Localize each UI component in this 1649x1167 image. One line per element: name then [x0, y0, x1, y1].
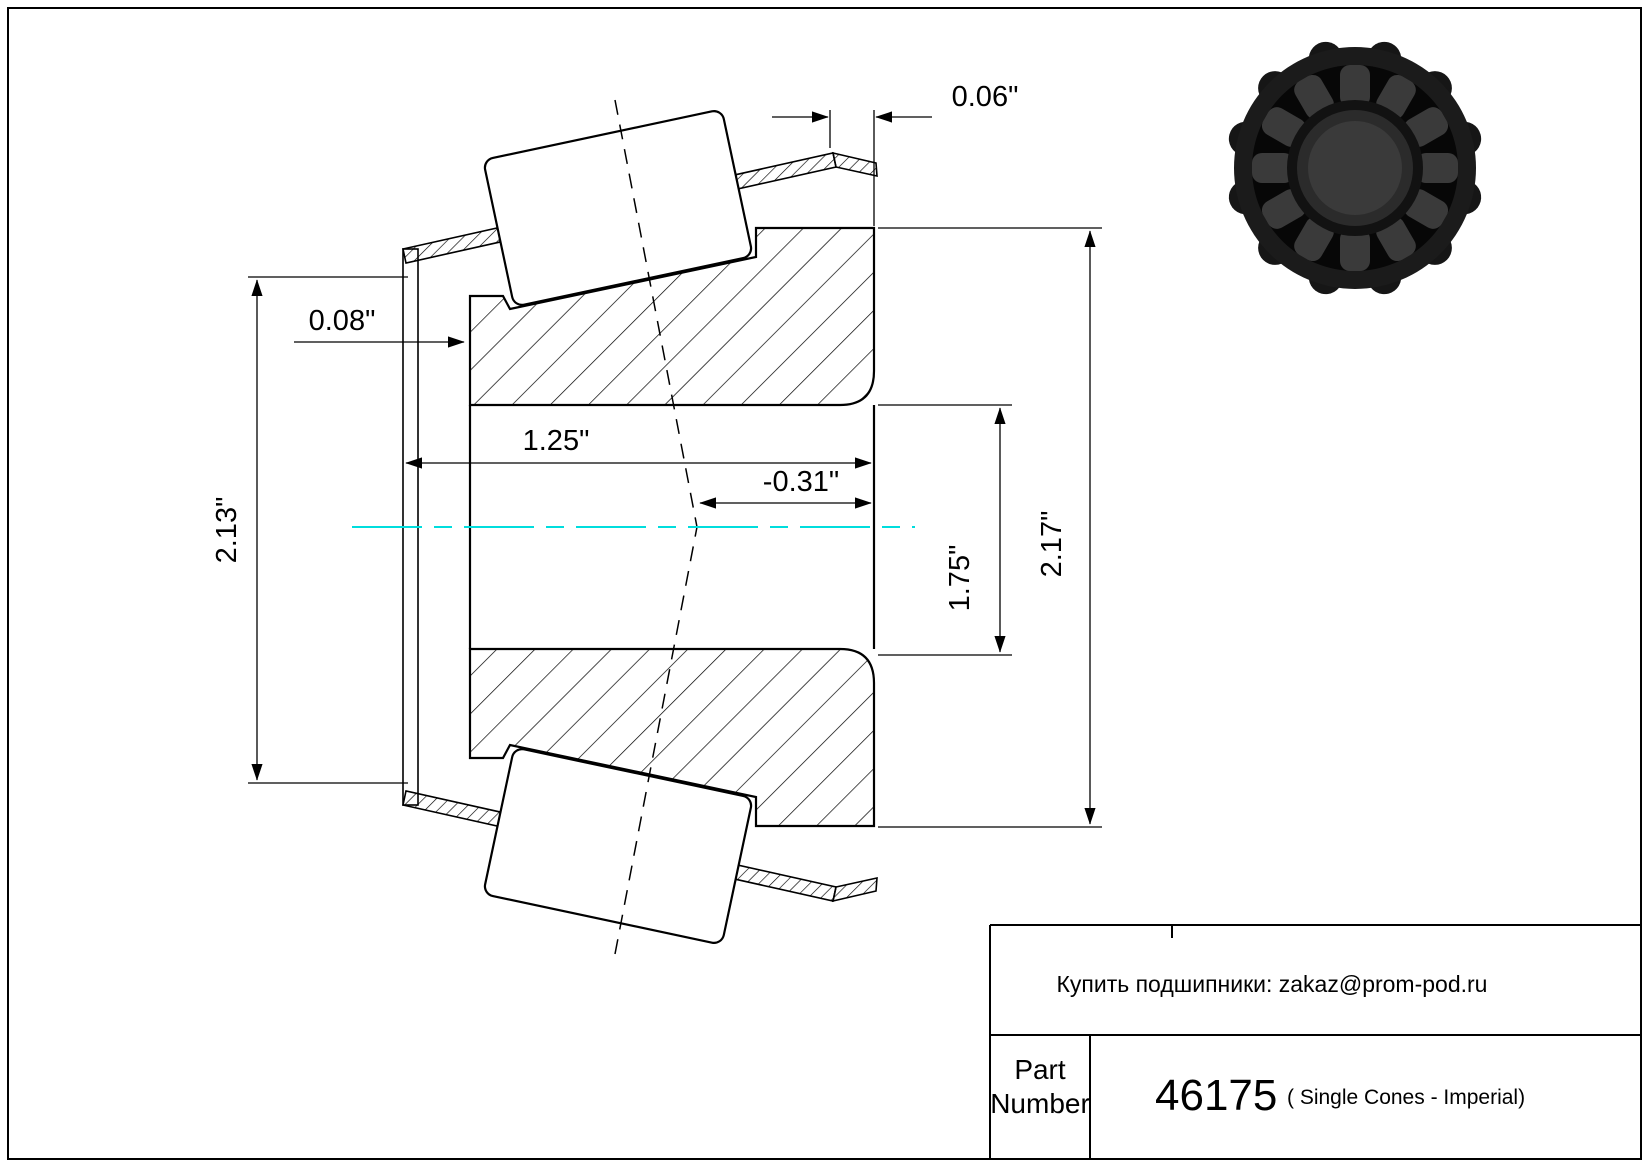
- cone-ring: [468, 226, 876, 828]
- cage-bottom-lip: [831, 876, 878, 903]
- dimensions: [248, 110, 1102, 828]
- cage-top-lip: [831, 151, 878, 178]
- roller-top: [483, 110, 753, 306]
- dimension-bore: [878, 404, 1012, 656]
- dim-label-bore: 1.75": [944, 545, 976, 612]
- sheet-border: [7, 7, 1642, 1160]
- title-block-borders: [989, 924, 1641, 1159]
- cone-top-section: [468, 226, 876, 407]
- dimension-outer: [878, 227, 1102, 828]
- part-label-line2: Number: [990, 1088, 1090, 1119]
- dim-label-cage-od: 2.13": [211, 497, 243, 564]
- dim-label-cage-lip: 0.08": [309, 305, 376, 337]
- contact-text: Купить подшипники: zakaz@prom-pod.ru: [1057, 971, 1488, 997]
- roller-top-axis: [614, 99, 698, 528]
- bearing-photo: [1225, 38, 1485, 298]
- rollers: [483, 99, 753, 955]
- section-view: [352, 99, 915, 955]
- roller-bottom: [483, 748, 753, 944]
- dimension-stickout: [772, 110, 932, 226]
- dim-label-stickout: 0.06": [952, 81, 1019, 113]
- cone-bottom-section: [468, 647, 876, 828]
- dim-label-outer: 2.17": [1036, 511, 1068, 578]
- title-block: Купить подшипники: zakaz@prom-pod.ru Par…: [989, 924, 1641, 1159]
- part-label-line1: Part: [1014, 1054, 1066, 1085]
- dimension-labels: 0.06" 0.08" 1.25" -0.31" 1.75" 2.17" 2.1…: [211, 81, 1068, 611]
- part-note: ( Single Cones - Imperial): [1287, 1086, 1525, 1109]
- part-number: 46175: [1155, 1071, 1277, 1120]
- bearing-bore: [1308, 121, 1402, 215]
- roller-bottom-axis: [614, 526, 698, 955]
- dim-label-effective-center: -0.31": [763, 466, 839, 498]
- dim-label-cone-width: 1.25": [523, 425, 590, 457]
- dimension-cage-od: [248, 276, 408, 784]
